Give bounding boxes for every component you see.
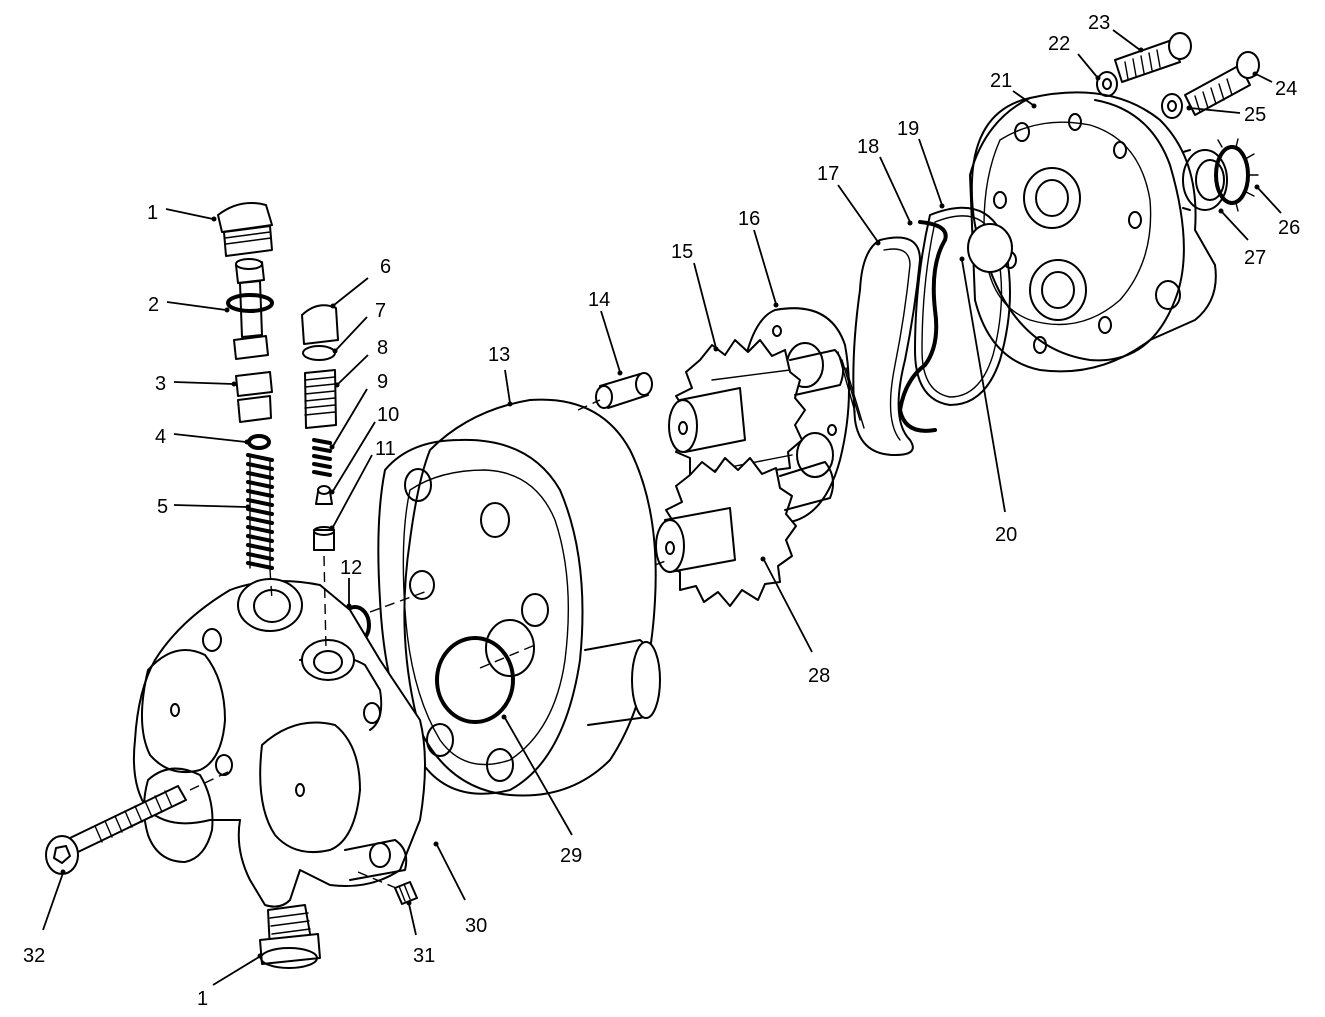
callout-22: 22 (1048, 33, 1070, 55)
callout-1-top: 1 (147, 202, 158, 224)
o-ring-18 (898, 220, 948, 433)
driven-gear (655, 457, 835, 607)
gasket-17 (852, 236, 921, 456)
callout-21: 21 (990, 70, 1012, 92)
check-ball (967, 223, 1013, 273)
dowel-pin (595, 372, 653, 409)
callout-11: 11 (375, 438, 396, 460)
washer-4 (247, 434, 271, 450)
callout-13: 13 (488, 344, 510, 366)
callout-18: 18 (857, 136, 879, 158)
callout-26: 26 (1278, 217, 1300, 239)
cap-screw-23 (1114, 32, 1192, 83)
gear-housing (377, 398, 661, 797)
callout-20: 20 (995, 524, 1017, 546)
leader-lines (42, 29, 1282, 986)
callout-14: 14 (588, 289, 610, 311)
retaining-ring (1214, 138, 1259, 212)
callout-27: 27 (1244, 247, 1266, 269)
shaft-seal (1182, 149, 1228, 211)
callout-3: 3 (155, 373, 166, 395)
cap-6 (301, 304, 339, 345)
callout-1-bottom: 1 (197, 988, 208, 1010)
callout-23: 23 (1088, 12, 1110, 34)
callout-24: 24 (1275, 78, 1297, 100)
long-cap-screw (45, 785, 187, 875)
drive-gear (668, 339, 865, 493)
o-ring-2 (226, 293, 274, 313)
callout-6: 6 (380, 256, 391, 278)
o-ring-29 (435, 636, 515, 724)
callout-4: 4 (155, 426, 166, 448)
callout-16: 16 (738, 208, 760, 230)
plug-top (217, 202, 273, 257)
spring-5 (246, 453, 274, 571)
callout-8: 8 (377, 337, 388, 359)
pump-body (132, 578, 426, 908)
callout-15: 15 (671, 241, 693, 263)
callout-30: 30 (465, 915, 487, 937)
callout-17: 17 (817, 163, 839, 185)
callout-28: 28 (808, 665, 830, 687)
callout-5: 5 (157, 496, 168, 518)
callout-25: 25 (1244, 104, 1266, 126)
callout-9: 9 (377, 371, 388, 393)
plug-bottom (259, 904, 321, 969)
callout-29: 29 (560, 845, 582, 867)
callout-19: 19 (897, 118, 919, 140)
spool (233, 258, 273, 423)
callout-2: 2 (148, 294, 159, 316)
washer-22 (1096, 71, 1118, 97)
assembly-centerlines (189, 399, 669, 889)
callout-labels: 1 2 3 4 5 6 7 8 9 10 11 12 13 14 15 16 1… (23, 12, 1300, 1010)
callout-32: 32 (23, 945, 45, 967)
callout-10: 10 (377, 404, 399, 426)
set-screw (394, 881, 418, 905)
spring-9 (312, 438, 332, 477)
callout-12: 12 (340, 557, 362, 579)
poppet-10 (315, 485, 333, 505)
washer-7 (302, 345, 336, 361)
washer-25 (1161, 93, 1183, 119)
end-cover (969, 91, 1217, 373)
seat-11 (313, 526, 335, 551)
callout-31: 31 (413, 945, 435, 967)
callout-7: 7 (375, 300, 386, 322)
spring-8 (304, 369, 337, 429)
